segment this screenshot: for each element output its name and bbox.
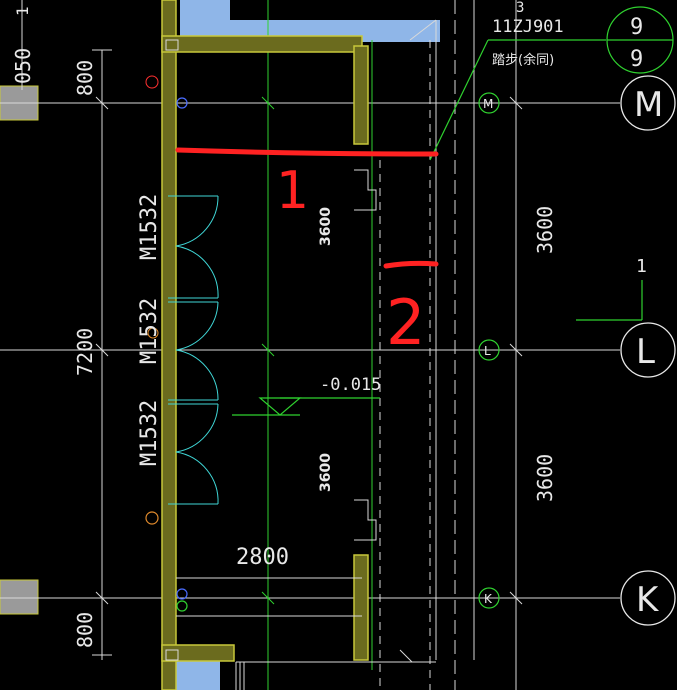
inner-vertical-lines bbox=[267, 0, 456, 690]
dim-inner-upper: 3600 bbox=[318, 207, 334, 246]
dim-left-bottom: 800 bbox=[73, 612, 97, 648]
dim-corner-digit-left: 1 bbox=[13, 6, 32, 16]
dim-bottom-width: 2800 bbox=[236, 545, 289, 570]
dim-left-top: 800 bbox=[73, 60, 97, 96]
door-label-1: M1532 bbox=[137, 194, 162, 260]
dim-right-upper: 3600 bbox=[533, 206, 557, 254]
right-dimension-lines bbox=[473, 0, 523, 690]
door-label-2: M1532 bbox=[137, 298, 162, 364]
left-dimension-lines bbox=[21, 0, 112, 660]
dim-left-edge: 050 bbox=[11, 48, 35, 84]
callout-top-number: 9 bbox=[630, 15, 643, 40]
axis-bubble-l: L bbox=[636, 332, 655, 372]
doors bbox=[168, 195, 219, 505]
bottom-lines bbox=[239, 649, 413, 690]
callout-standard: 11ZJ901 bbox=[492, 17, 564, 37]
red-markup-strokes bbox=[175, 147, 439, 269]
small-bubble-m: M bbox=[483, 97, 493, 111]
section-mark-number: 1 bbox=[636, 256, 647, 277]
small-axis-bubbles bbox=[478, 92, 500, 609]
detail-callout-leader bbox=[429, 6, 674, 161]
main-wall bbox=[161, 0, 369, 690]
callout-corner-digit: 3 bbox=[516, 0, 524, 16]
callout-note: 踏步(余同) bbox=[492, 52, 554, 68]
stair-notches bbox=[176, 169, 436, 690]
big-axis-bubbles bbox=[620, 75, 676, 626]
elevation-symbol bbox=[232, 397, 380, 416]
small-bubble-k: K bbox=[484, 592, 493, 606]
dim-left-middle: 7200 bbox=[73, 328, 97, 376]
door-label-3: M1532 bbox=[137, 400, 162, 466]
small-bubble-l: L bbox=[484, 344, 491, 358]
dim-inner-lower: 3600 bbox=[318, 453, 334, 492]
section-mark bbox=[576, 280, 643, 321]
axis-ticks bbox=[261, 96, 275, 605]
handwritten-mark-1: 1 bbox=[276, 161, 309, 221]
dim-right-lower: 3600 bbox=[533, 454, 557, 502]
handwritten-mark-2: 2 bbox=[386, 286, 425, 359]
axis-bubble-k: K bbox=[636, 580, 660, 620]
wall-markers bbox=[145, 75, 188, 612]
callout-bottom-number: 9 bbox=[630, 47, 643, 72]
axis-bubble-m: M bbox=[634, 85, 663, 125]
elevation-label: -0.015 bbox=[320, 375, 381, 395]
